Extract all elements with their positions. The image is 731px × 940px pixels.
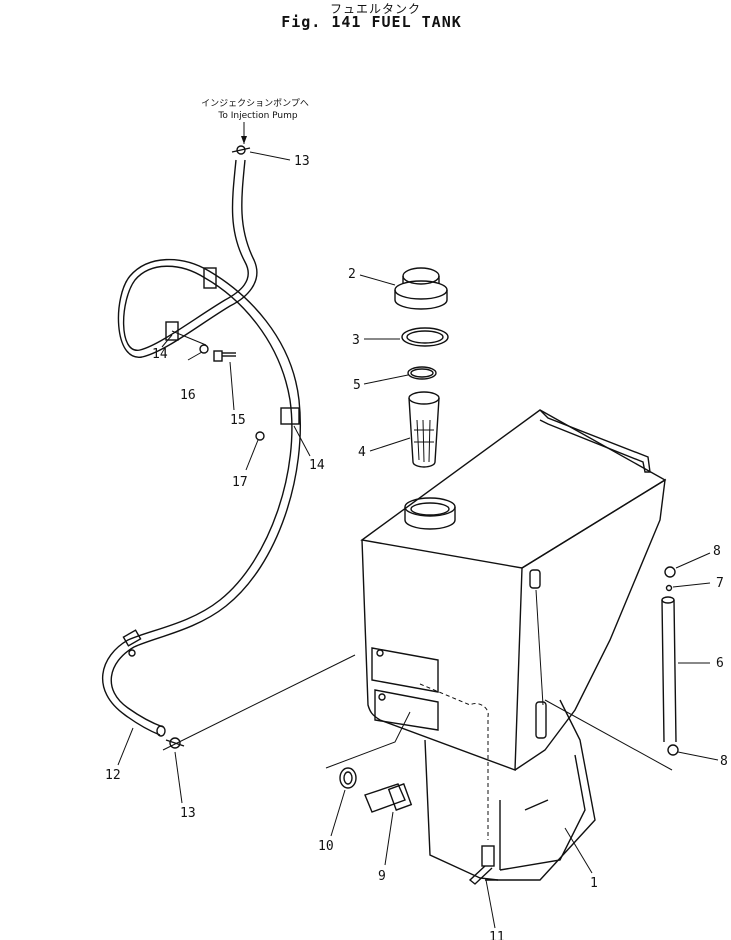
figure-title: Fig. 141 FUEL TANK xyxy=(281,13,462,31)
callout-3: 3 xyxy=(352,333,360,348)
callout-11: 11 xyxy=(489,930,505,940)
callout-8: 8 xyxy=(720,754,728,769)
annotation-arrow xyxy=(241,122,247,144)
callout-9: 9 xyxy=(378,869,386,884)
callout-13: 13 xyxy=(180,806,196,821)
callout-10: 10 xyxy=(318,839,334,854)
pipe-clip-bottom xyxy=(667,744,679,756)
filler-cap xyxy=(394,267,448,310)
fuel-hose xyxy=(101,159,301,737)
drain-plug xyxy=(364,783,413,813)
callout-2: 2 xyxy=(348,267,356,282)
figure-title-japanese: フュエルタンク xyxy=(329,2,421,16)
callout-14: 14 xyxy=(152,347,168,362)
annotation-english: To Injection Pump xyxy=(217,111,298,121)
hose-clip-lower xyxy=(165,737,185,749)
hose-clip-upper xyxy=(231,145,251,155)
callout-13: 13 xyxy=(294,154,310,169)
pipe-clip-top xyxy=(664,566,676,578)
gasket xyxy=(401,327,449,347)
callout-7: 7 xyxy=(716,576,724,591)
filler-neck xyxy=(404,497,456,530)
washer-17 xyxy=(255,431,265,441)
callout-6: 6 xyxy=(716,656,724,671)
o-ring xyxy=(407,366,437,380)
bolt xyxy=(213,350,236,362)
clamp-lower xyxy=(280,407,300,425)
callout-17: 17 xyxy=(232,475,248,490)
callout-5: 5 xyxy=(353,378,361,393)
fuel-tank xyxy=(360,409,667,881)
assembly-line xyxy=(325,711,411,769)
strainer xyxy=(408,391,440,468)
annotation-japanese: インジェクションポンプへ xyxy=(201,98,309,109)
pipe-o-ring xyxy=(665,584,673,592)
hose-band-lower xyxy=(122,629,142,657)
gauge-pipe xyxy=(661,596,677,743)
assembly-line xyxy=(544,699,673,771)
assembly-line xyxy=(162,654,356,751)
callout-12: 12 xyxy=(105,768,121,783)
callout-1: 1 xyxy=(590,876,598,891)
clamp-upper xyxy=(165,267,217,346)
callout-labels: 13 2 3 5 4 14 16 15 17 14 12 13 10 9 11 … xyxy=(105,154,728,940)
callout-14: 14 xyxy=(309,458,325,473)
washer-16 xyxy=(199,344,209,354)
callout-4: 4 xyxy=(358,445,366,460)
drain-valve xyxy=(468,845,495,885)
callout-leaders xyxy=(117,151,719,929)
callout-15: 15 xyxy=(230,413,246,428)
callout-8: 8 xyxy=(713,544,721,559)
callout-16: 16 xyxy=(180,388,196,403)
drain-washer xyxy=(339,767,357,789)
